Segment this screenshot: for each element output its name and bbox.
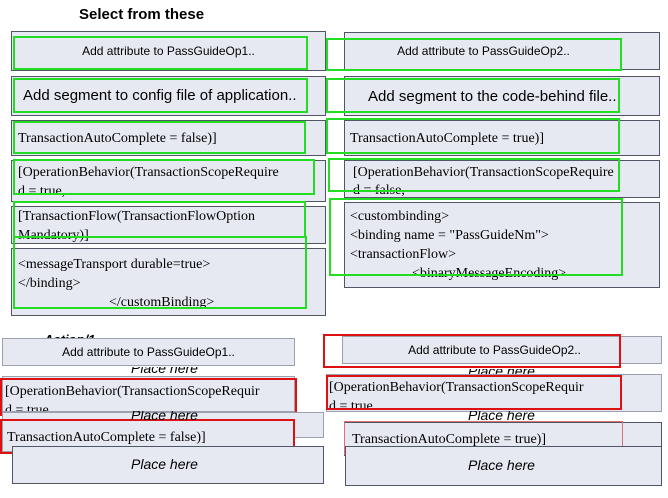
source-txflow-tile[interactable]: [TransactionFlow(TransactionFlowOption M…: [11, 206, 326, 244]
place-here-partial: Place here: [468, 411, 535, 421]
tile-line: [OperationBehavior(TransactionScopeRequi…: [329, 380, 584, 395]
target-slot-drop-zone[interactable]: Place here: [345, 446, 662, 486]
source-message-transport-tile[interactable]: <messageTransport durable=true> </bindin…: [11, 248, 326, 316]
tile-line: d = true,: [18, 184, 66, 199]
tile-line: [OperationBehavior(TransactionScopeRequi…: [353, 165, 614, 180]
tile-line: d = false,: [353, 183, 405, 197]
source-autocomplete-true-tile[interactable]: TransactionAutoComplete = true)]: [344, 120, 660, 156]
target-slot-opbehavior[interactable]: [OperationBehavior(TransactionScopeRequi…: [326, 374, 662, 412]
tile-label: TransactionAutoComplete = false)]: [18, 131, 217, 146]
source-opbehavior-false-tile[interactable]: [OperationBehavior(TransactionScopeRequi…: [344, 160, 660, 198]
tile-line: [OperationBehavior(TransactionScopeRequi…: [5, 384, 260, 399]
tile-label: TransactionAutoComplete = true)]: [352, 432, 547, 447]
hidden-heading: Action/1: [44, 332, 95, 338]
source-segment-codebehind-tile[interactable]: Add segment to the code-behind file..: [344, 76, 660, 116]
tile-line: [TransactionFlow(TransactionFlowOption: [18, 209, 255, 224]
source-attr-op1-tile[interactable]: Add attribute to PassGuideOp1..: [11, 31, 326, 71]
source-opbehavior-true-tile[interactable]: [OperationBehavior(TransactionScopeRequi…: [11, 160, 326, 202]
tile-label: Add attribute to PassGuideOp1..: [82, 44, 255, 58]
place-here-label: Place here: [131, 456, 198, 472]
tile-line: [OperationBehavior(TransactionScopeRequi…: [18, 165, 279, 180]
tile-line: <binding name = "PassGuideNm">: [350, 228, 549, 243]
target-slot-opbehavior[interactable]: [OperationBehavior(TransactionScopeRequi…: [2, 376, 295, 412]
place-here-partial: Place here: [131, 411, 198, 420]
tile-line: </binding>: [18, 276, 81, 291]
page-title: Select from these: [79, 6, 205, 23]
tile-line: <binaryMessageEncoding>: [412, 266, 567, 281]
tile-label: TransactionAutoComplete = true)]: [350, 131, 545, 146]
source-custombinding-tile[interactable]: <custombinding> <binding name = "PassGui…: [344, 202, 660, 288]
tile-label: TransactionAutoComplete = false)]: [7, 430, 206, 445]
tile-label: Add segment to config file of applicatio…: [23, 87, 297, 104]
tile-label: Add attribute to PassGuideOp1..: [62, 345, 235, 359]
tile-label: Add attribute to PassGuideOp2..: [397, 44, 570, 58]
place-here-label: Place here: [468, 457, 535, 473]
target-slot-attr-op1[interactable]: Add attribute to PassGuideOp1..: [2, 338, 295, 366]
tile-line: d = true: [329, 399, 373, 411]
source-segment-config-tile[interactable]: Add segment to config file of applicatio…: [11, 76, 326, 116]
tile-line: d = true: [5, 403, 49, 412]
tile-label: Add attribute to PassGuideOp2..: [408, 343, 581, 357]
tile-line: </customBinding>: [109, 295, 215, 310]
tile-line: <custombinding>: [350, 209, 450, 224]
target-slot-attr-op2[interactable]: Add attribute to PassGuideOp2..: [342, 336, 662, 364]
tile-line: <messageTransport durable=true>: [18, 257, 211, 272]
source-autocomplete-false-tile[interactable]: TransactionAutoComplete = false)]: [11, 120, 326, 156]
tile-line: <transactionFlow>: [350, 247, 456, 262]
tile-label: Add segment to the code-behind file..: [368, 88, 617, 105]
source-attr-op2-tile[interactable]: Add attribute to PassGuideOp2..: [344, 32, 660, 70]
target-slot-drop-zone[interactable]: Place here: [12, 446, 324, 484]
tile-line: Mandatory)]: [18, 228, 89, 242]
place-here-partial: Place here: [468, 369, 535, 377]
place-here-partial: Place here: [131, 367, 198, 375]
